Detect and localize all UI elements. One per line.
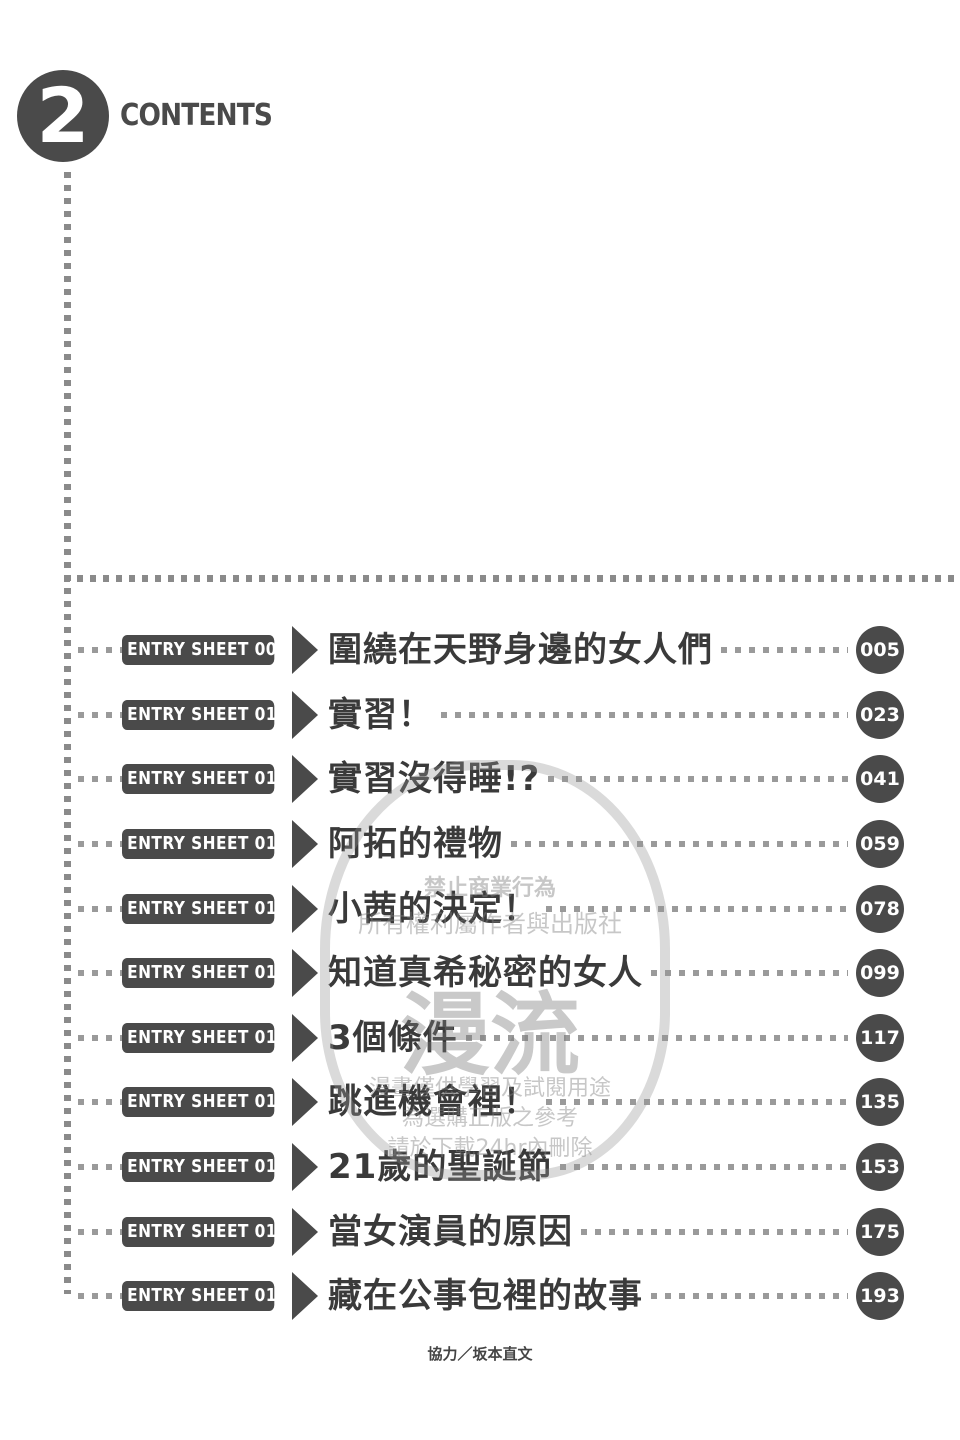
- chapter-title[interactable]: 圍繞在天野身邊的女人們: [328, 630, 713, 671]
- chapter-title[interactable]: 實習！: [328, 694, 433, 735]
- leader-dots: [546, 905, 848, 912]
- leader-dots: [78, 776, 122, 783]
- volume-number-badge: 2: [17, 70, 109, 162]
- entry-sheet-arrow: ENTRY SHEET 011: [122, 755, 318, 804]
- toc-entry[interactable]: ENTRY SHEET 017 21歲的聖誕節 153: [64, 1135, 904, 1200]
- leader-dots: [511, 841, 848, 848]
- arrow-head-icon: [292, 949, 318, 998]
- entry-sheet-label: ENTRY SHEET 014: [122, 958, 288, 989]
- leader-dots: [78, 1228, 122, 1235]
- toc-entry[interactable]: ENTRY SHEET 011 實習沒得睡!? 041: [64, 747, 904, 812]
- leader-dots: [78, 1164, 122, 1171]
- entry-sheet-arrow: ENTRY SHEET 009: [122, 626, 318, 675]
- entry-sheet-label: ENTRY SHEET 019: [122, 1281, 288, 1312]
- toc-entry[interactable]: ENTRY SHEET 018 當女演員的原因 175: [64, 1199, 904, 1264]
- page-number[interactable]: 005: [856, 626, 904, 675]
- page-number[interactable]: 041: [856, 755, 904, 804]
- arrow-head-icon: [292, 1272, 318, 1321]
- entry-sheet-arrow: ENTRY SHEET 014: [122, 949, 318, 998]
- page-number[interactable]: 099: [856, 949, 904, 998]
- entry-sheet-label: ENTRY SHEET 013: [122, 893, 288, 924]
- entry-sheet-arrow: ENTRY SHEET 016: [122, 1078, 318, 1127]
- entry-sheet-label: ENTRY SHEET 011: [122, 764, 288, 795]
- arrow-head-icon: [292, 1078, 318, 1127]
- chapter-title[interactable]: 當女演員的原因: [328, 1211, 573, 1252]
- entry-sheet-arrow: ENTRY SHEET 017: [122, 1143, 318, 1192]
- entry-sheet-arrow: ENTRY SHEET 015: [122, 1013, 318, 1062]
- arrow-head-icon: [292, 1013, 318, 1062]
- toc-entry[interactable]: ENTRY SHEET 014 知道真希秘密的女人 099: [64, 941, 904, 1006]
- entry-sheet-arrow: ENTRY SHEET 012: [122, 820, 318, 869]
- page-number[interactable]: 117: [856, 1013, 904, 1062]
- credit-line: 協力／坂本直文: [427, 1345, 533, 1363]
- leader-dots: [548, 776, 848, 783]
- arrow-head-icon: [292, 1207, 318, 1256]
- leader-dots: [78, 905, 122, 912]
- toc-entry[interactable]: ENTRY SHEET 019 藏在公事包裡的故事 193: [64, 1264, 904, 1329]
- entry-sheet-arrow: ENTRY SHEET 013: [122, 884, 318, 933]
- leader-dots: [651, 1293, 848, 1300]
- entry-sheet-arrow: ENTRY SHEET 019: [122, 1272, 318, 1321]
- entry-sheet-label: ENTRY SHEET 010: [122, 699, 288, 730]
- entry-sheet-arrow: ENTRY SHEET 018: [122, 1207, 318, 1256]
- arrow-head-icon: [292, 755, 318, 804]
- toc-entry[interactable]: ENTRY SHEET 009 圍繞在天野身邊的女人們 005: [64, 618, 904, 683]
- leader-dots: [78, 841, 122, 848]
- entry-sheet-label: ENTRY SHEET 009: [122, 635, 288, 666]
- arrow-head-icon: [292, 820, 318, 869]
- chapter-title[interactable]: 3個條件: [328, 1017, 458, 1058]
- arrow-head-icon: [292, 626, 318, 675]
- entry-sheet-label: ENTRY SHEET 012: [122, 829, 288, 860]
- chapter-title[interactable]: 阿拓的禮物: [328, 824, 503, 865]
- page-number[interactable]: 135: [856, 1078, 904, 1127]
- page-number[interactable]: 078: [856, 884, 904, 933]
- entry-sheet-label: ENTRY SHEET 016: [122, 1087, 288, 1118]
- toc-entry[interactable]: ENTRY SHEET 016 跳進機會裡！ 135: [64, 1070, 904, 1135]
- leader-dots: [546, 1099, 848, 1106]
- entry-sheet-arrow: ENTRY SHEET 010: [122, 690, 318, 739]
- dotted-vertical-divider: [64, 172, 71, 1294]
- leader-dots: [581, 1228, 848, 1235]
- page-title: CONTENTS: [120, 98, 273, 133]
- dotted-horizontal-divider: [64, 575, 960, 582]
- entry-sheet-label: ENTRY SHEET 015: [122, 1022, 288, 1053]
- leader-dots: [78, 1034, 122, 1041]
- leader-dots: [78, 711, 122, 718]
- leader-dots: [651, 970, 848, 977]
- chapter-title[interactable]: 小茜的決定！: [328, 888, 538, 929]
- page-number[interactable]: 153: [856, 1143, 904, 1192]
- entry-sheet-label: ENTRY SHEET 017: [122, 1152, 288, 1183]
- leader-dots: [78, 1293, 122, 1300]
- chapter-title[interactable]: 實習沒得睡!?: [328, 759, 541, 800]
- chapter-title[interactable]: 跳進機會裡！: [328, 1082, 538, 1123]
- arrow-head-icon: [292, 884, 318, 933]
- chapter-title[interactable]: 知道真希秘密的女人: [328, 953, 643, 994]
- leader-dots: [560, 1164, 848, 1171]
- toc-entry[interactable]: ENTRY SHEET 012 阿拓的禮物 059: [64, 812, 904, 877]
- arrow-head-icon: [292, 1143, 318, 1192]
- entry-sheet-label: ENTRY SHEET 018: [122, 1216, 288, 1247]
- toc-entry[interactable]: ENTRY SHEET 015 3個條件 117: [64, 1006, 904, 1071]
- toc-entry[interactable]: ENTRY SHEET 013 小茜的決定！ 078: [64, 876, 904, 941]
- toc-entry[interactable]: ENTRY SHEET 010 實習！ 023: [64, 683, 904, 748]
- leader-dots: [721, 647, 848, 654]
- page-number[interactable]: 059: [856, 820, 904, 869]
- leader-dots: [78, 970, 122, 977]
- leader-dots: [441, 711, 848, 718]
- chapter-title[interactable]: 藏在公事包裡的故事: [328, 1276, 643, 1317]
- page-number[interactable]: 023: [856, 690, 904, 739]
- page-number[interactable]: 175: [856, 1207, 904, 1256]
- page-number[interactable]: 193: [856, 1272, 904, 1321]
- leader-dots: [78, 1099, 122, 1106]
- leader-dots: [465, 1034, 848, 1041]
- leader-dots: [78, 647, 122, 654]
- chapter-title[interactable]: 21歲的聖誕節: [328, 1147, 553, 1188]
- arrow-head-icon: [292, 690, 318, 739]
